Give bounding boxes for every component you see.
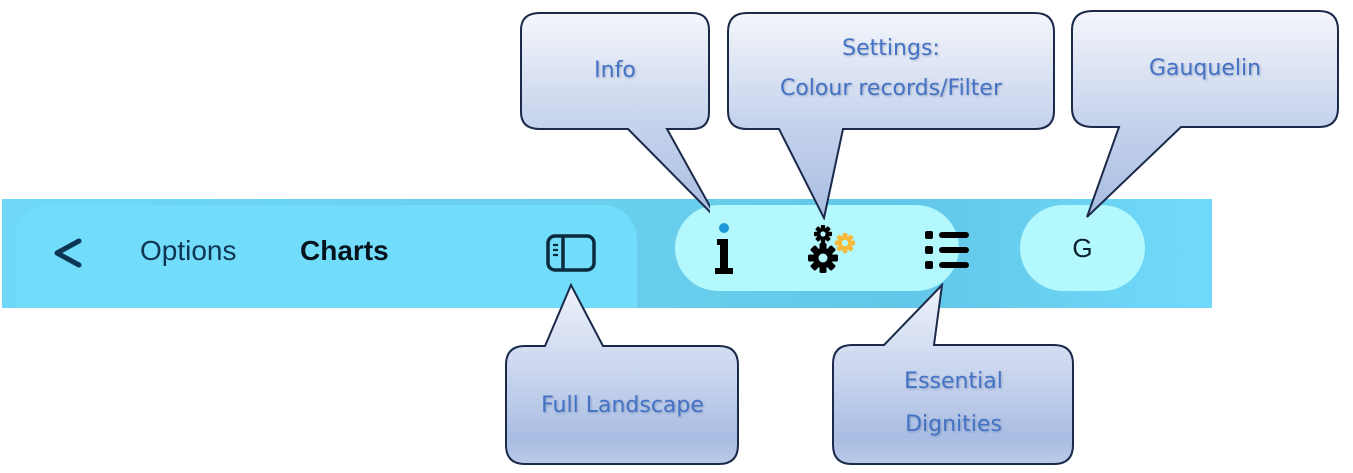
callout-essential-dignities: Essential Dignities <box>832 283 1075 466</box>
essential-dignities-button[interactable] <box>920 227 972 273</box>
chart-tools-group <box>675 205 969 291</box>
sidebar-panel-icon <box>546 234 596 272</box>
page-title: Charts <box>300 235 389 266</box>
callout-gauquelin-text: Gauquelin <box>1148 56 1262 81</box>
callout-settings-subtitle: Colour records/Filter <box>779 76 1002 101</box>
options-button[interactable]: Options <box>140 235 237 266</box>
chevron-left-icon <box>54 238 82 268</box>
list-icon <box>925 231 969 269</box>
left-nav-panel: Options Charts <box>15 205 637 308</box>
gauquelin-button[interactable]: G <box>1020 205 1145 291</box>
gauquelin-label: G <box>1072 233 1093 263</box>
callout-bubble-shape <box>505 283 739 465</box>
settings-button[interactable] <box>807 222 863 278</box>
navigation-toolbar: Options Charts <box>2 199 1212 308</box>
callout-gauquelin: Gauquelin <box>1071 10 1339 220</box>
info-button[interactable] <box>709 222 739 278</box>
callout-info-text: Info <box>594 58 636 83</box>
callout-settings: Settings: Colour records/Filter <box>727 12 1055 220</box>
callout-bubble-shape <box>832 283 1074 465</box>
callout-full-landscape: Full Landscape <box>505 283 740 466</box>
callout-bubble-shape <box>727 12 1055 220</box>
back-button[interactable] <box>47 233 87 273</box>
gears-icon <box>808 225 855 273</box>
callout-full-landscape-text: Full Landscape <box>541 393 704 418</box>
callout-info: Info <box>520 12 710 220</box>
callout-settings-title: Settings: <box>842 36 940 61</box>
full-landscape-button[interactable] <box>545 232 597 276</box>
callout-bubble-shape <box>1071 10 1339 218</box>
callout-essential-title: Essential <box>904 369 1003 394</box>
info-icon <box>715 223 733 274</box>
callout-bubble-shape <box>520 12 710 214</box>
callout-essential-subtitle: Dignities <box>905 412 1002 437</box>
